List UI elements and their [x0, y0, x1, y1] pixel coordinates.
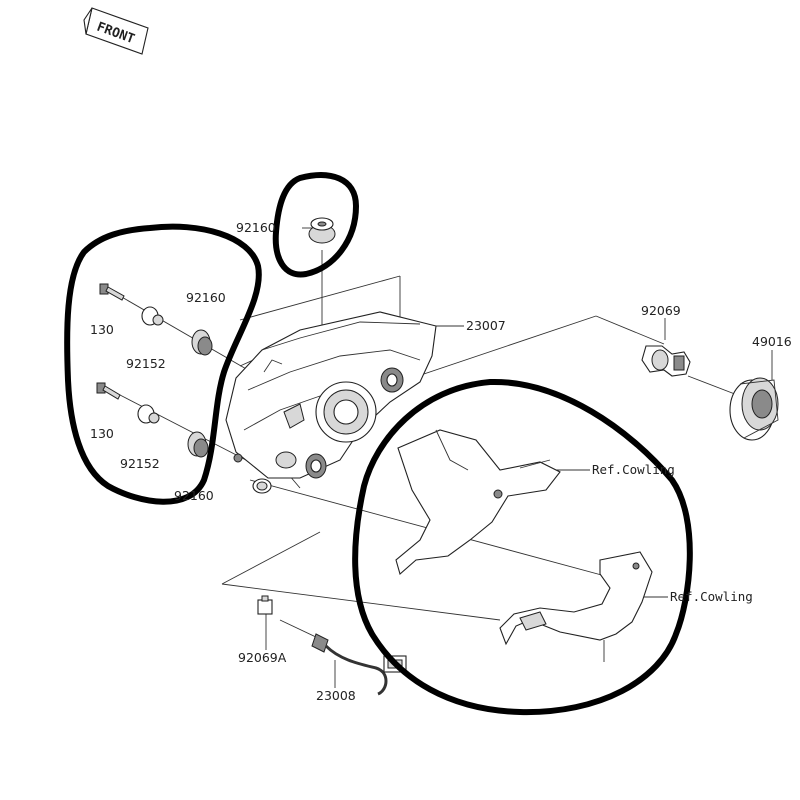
cap-49016	[729, 377, 779, 441]
label-130-upper: 130	[90, 322, 114, 337]
label-92069: 92069	[641, 303, 681, 318]
grommet-92160-upper	[191, 329, 213, 356]
label-23007: 23007	[466, 318, 506, 333]
label-92152-lower: 92152	[120, 456, 160, 471]
bulb-92069A	[257, 595, 273, 615]
label-23008: 23008	[316, 688, 356, 703]
grommet-92160-top	[308, 217, 336, 244]
bolt-130-lower	[96, 382, 121, 400]
highlight-circle-top	[272, 172, 359, 278]
label-ref-cowling-2: Ref.Cowling	[670, 589, 753, 604]
label-ref-cowling-1: Ref.Cowling	[592, 462, 675, 477]
part-labels: 92160 92160 92160 130 130 92152 92152 23…	[90, 220, 792, 703]
collar-92152-upper	[141, 306, 164, 326]
highlight-circle-right	[352, 378, 693, 716]
highlight-circles	[64, 172, 693, 716]
label-92160-top: 92160	[236, 220, 276, 235]
label-92152-upper: 92152	[126, 356, 166, 371]
grommet-92160-lower	[187, 431, 209, 458]
front-arrow-badge: FRONT	[83, 7, 149, 55]
bulb-92069	[641, 345, 691, 377]
label-92160-upper: 92160	[186, 290, 226, 305]
label-130-lower: 130	[90, 426, 114, 441]
label-92160-lower: 92160	[174, 488, 214, 503]
label-92069A: 92069A	[238, 650, 287, 665]
headlight-stay-bracket	[395, 429, 653, 662]
headlight-assembly-23007	[225, 311, 437, 494]
collar-92152-lower	[137, 404, 160, 424]
highlight-circle-left	[64, 223, 262, 505]
bolt-130-upper	[99, 283, 125, 301]
label-49016: 49016	[752, 334, 792, 349]
